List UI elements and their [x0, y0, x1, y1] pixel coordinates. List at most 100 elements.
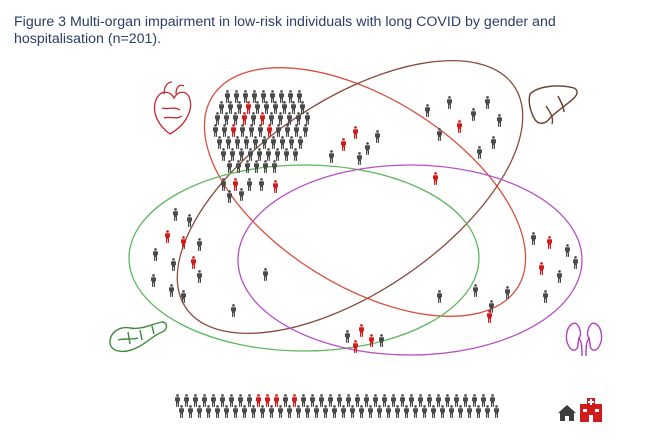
person-icon [491, 136, 496, 149]
pancreas-icon [109, 321, 168, 353]
person-icon [418, 394, 423, 407]
person-icon [481, 394, 486, 407]
person-icon [445, 394, 450, 407]
person-icon [409, 394, 414, 407]
person-icon [291, 101, 296, 114]
person-icon [314, 405, 319, 418]
person-icon [305, 405, 310, 418]
person-icon [231, 124, 236, 137]
person-icon [337, 394, 342, 407]
heart-icon [153, 81, 192, 135]
person-icon [227, 190, 232, 203]
person-icon [247, 178, 252, 191]
person-icon [473, 284, 478, 297]
person-icon [243, 90, 248, 103]
person-icon [187, 214, 192, 227]
person-icon [246, 101, 251, 114]
person-icon [463, 394, 468, 407]
person-icon [497, 114, 502, 127]
person-icon [449, 405, 454, 418]
person-icon [239, 188, 244, 201]
person-icon [264, 101, 269, 114]
person-icon [458, 405, 463, 418]
person-icon [447, 96, 452, 109]
person-icon [239, 148, 244, 161]
person-icon [422, 405, 427, 418]
person-icon [224, 112, 229, 125]
figure-caption: Figure 3 Multi-organ impairment in low-r… [14, 14, 556, 47]
person-icon [206, 405, 211, 418]
person-icon [278, 405, 283, 418]
person-icon [431, 405, 436, 418]
person-icon [224, 405, 229, 418]
person-icon [270, 90, 275, 103]
person-icon [215, 112, 220, 125]
person-icon [285, 124, 290, 137]
kidney-ellipse [237, 164, 583, 356]
person-icon [359, 405, 364, 418]
person-icon [294, 124, 299, 137]
person-icon [303, 124, 308, 137]
liver-icon [528, 85, 578, 125]
person-icon [263, 268, 268, 281]
person-icon [271, 136, 276, 149]
person-icon [467, 405, 472, 418]
person-icon [244, 136, 249, 149]
person-icon [238, 394, 243, 407]
person-icon [341, 138, 346, 151]
person-icon [485, 405, 490, 418]
person-icon [386, 405, 391, 418]
person-icon [368, 405, 373, 418]
person-icon [341, 405, 346, 418]
person-icon [256, 394, 261, 407]
person-icon [391, 394, 396, 407]
person-icon [355, 394, 360, 407]
people-group [151, 90, 578, 418]
person-icon [219, 101, 224, 114]
person-icon [193, 394, 198, 407]
person-icon [373, 394, 378, 407]
person-icon [261, 90, 266, 103]
person-icon [365, 142, 370, 155]
person-icon [211, 394, 216, 407]
person-icon [301, 394, 306, 407]
person-icon [227, 160, 232, 173]
person-icon [257, 148, 262, 161]
person-icon [539, 262, 544, 275]
ellipse-group [128, 59, 583, 356]
person-icon [221, 148, 226, 161]
person-icon [235, 136, 240, 149]
person-icon [272, 160, 277, 173]
heart-ellipse [203, 67, 527, 317]
person-icon [248, 148, 253, 161]
person-icon [217, 136, 222, 149]
person-icon [477, 146, 482, 159]
person-icon [557, 270, 562, 283]
person-icon [293, 148, 298, 161]
person-icon [305, 112, 310, 125]
person-icon [413, 405, 418, 418]
person-icon [433, 172, 438, 185]
person-icon [332, 405, 337, 418]
person-icon [259, 178, 264, 191]
person-icon [395, 405, 400, 418]
person-icon [169, 284, 174, 297]
person-icon [485, 96, 490, 109]
person-icon [230, 148, 235, 161]
person-icon [471, 108, 476, 121]
person-icon [292, 394, 297, 407]
person-icon [262, 136, 267, 149]
person-icon [233, 405, 238, 418]
person-icon [175, 394, 180, 407]
person-icon [233, 178, 238, 191]
person-icon [379, 334, 384, 347]
person-icon [179, 405, 184, 418]
person-icon [274, 394, 279, 407]
person-icon [273, 180, 278, 193]
person-icon [490, 394, 495, 407]
person-icon [328, 394, 333, 407]
person-icon [437, 290, 442, 303]
house-icon [558, 405, 576, 421]
person-icon [225, 90, 230, 103]
person-icon [284, 148, 289, 161]
